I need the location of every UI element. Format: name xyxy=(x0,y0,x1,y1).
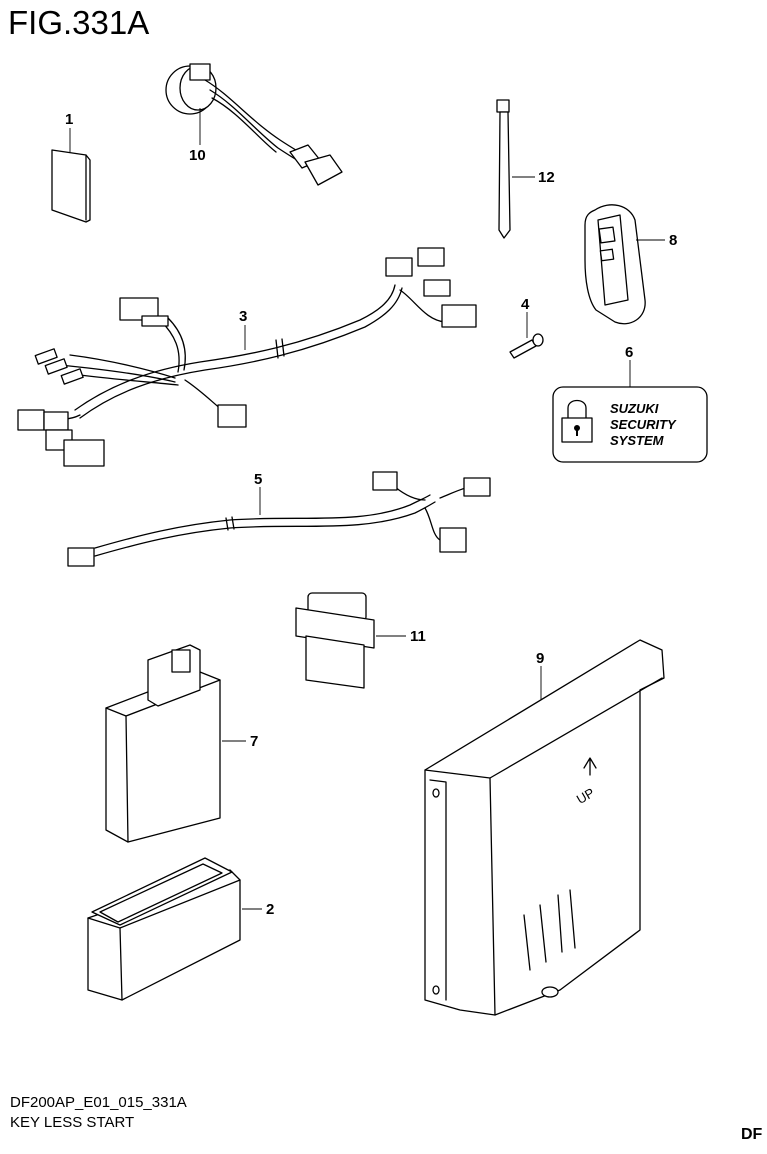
part-12-cable-tie: 12 xyxy=(496,99,555,239)
callout-10: 10 xyxy=(189,147,206,164)
part-1-card: 1 xyxy=(51,111,91,223)
callout-1: 1 xyxy=(65,111,73,128)
callout-7: 7 xyxy=(250,733,258,750)
figure-subtitle: KEY LESS START xyxy=(10,1114,135,1131)
figure-code: DF200AP_E01_015_331A xyxy=(10,1094,187,1111)
callout-4: 4 xyxy=(521,296,530,313)
sticker-line-1: SUZUKI xyxy=(610,401,659,416)
part-6-sticker: 6 SUZUKI SECURITY SYSTEM xyxy=(552,344,708,463)
callout-12: 12 xyxy=(538,169,555,186)
corner-text: DF xyxy=(741,1126,763,1143)
callout-2: 2 xyxy=(266,901,274,918)
sticker-line-2: SECURITY xyxy=(610,417,677,432)
padlock-icon xyxy=(561,399,593,443)
callout-3: 3 xyxy=(239,308,247,325)
part-10-switch-harness: 10 xyxy=(165,63,343,186)
up-arrow-icon xyxy=(583,757,597,776)
part-2-holder: 2 xyxy=(87,857,274,1001)
sticker-line-3: SYSTEM xyxy=(610,433,665,448)
figure-title: FIG.331A xyxy=(8,4,150,41)
callout-6: 6 xyxy=(625,344,633,361)
part-9-ecu: UP 9 xyxy=(424,639,665,1016)
part-11-button-switch: 11 xyxy=(295,592,426,689)
callout-8: 8 xyxy=(669,232,677,249)
part-3-wiring-harness: 3 xyxy=(17,247,477,467)
part-8-key-fob: 8 xyxy=(584,204,677,325)
callout-11: 11 xyxy=(410,628,426,645)
part-7-module: 7 xyxy=(105,644,258,843)
part-5-harness: 5 xyxy=(67,471,491,567)
callout-9: 9 xyxy=(536,650,544,667)
part-4-screw: 4 xyxy=(509,296,544,359)
callout-5: 5 xyxy=(254,471,262,488)
